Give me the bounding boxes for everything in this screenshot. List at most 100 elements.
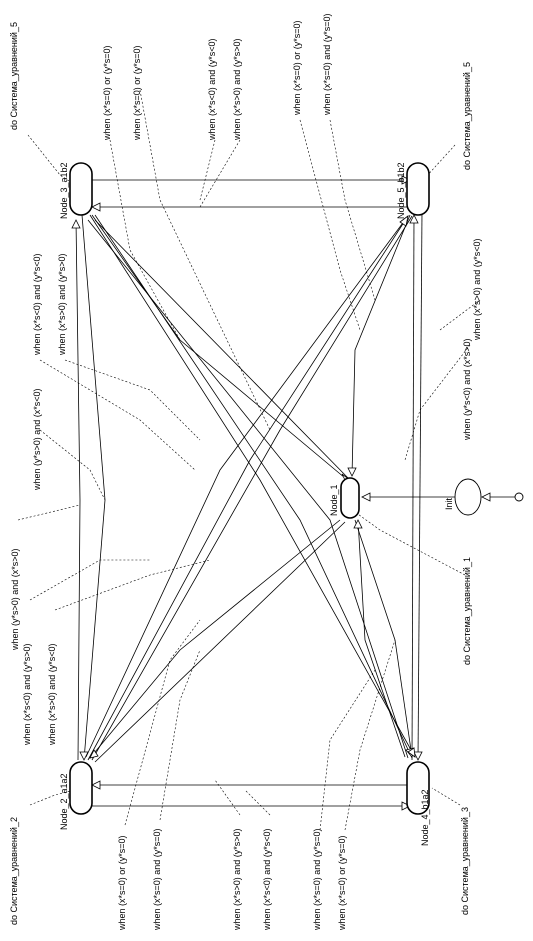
leader-g [214, 779, 241, 816]
action-node5-label: do Система_уравнений_5 [462, 62, 472, 170]
edge-node3-node4-c [87, 219, 409, 759]
edge-node5-node1 [351, 214, 411, 477]
action-node4-label: do Система_уравнений_3 [460, 807, 470, 915]
start-pseudostate-icon [514, 492, 524, 502]
guard-label: when (y*s>0) and (x*s>0) [10, 548, 20, 651]
state-node4[interactable] [406, 761, 430, 815]
leader-g [329, 119, 376, 301]
guard-label: when (x*s>0) and (y*s<0) [472, 238, 482, 341]
edge-node2-node3-b [75, 219, 81, 761]
guard-label: when (x*s=0) and (y*s=0) [152, 828, 162, 931]
guard-label: when (y*s>0) and (x*s<0) [32, 388, 42, 491]
guard-label: when (x*s=0) or (y*s=0) [102, 45, 112, 141]
leader-g [199, 139, 216, 201]
leader-g [139, 89, 271, 431]
arrowhead [413, 751, 423, 761]
leader-g [39, 429, 106, 501]
guard-label: when (x*s=0) or (y*s=0) [132, 45, 142, 141]
guard-label: when (x*s=0) or (y*s=0) [292, 20, 302, 116]
arrowheads [71, 175, 491, 811]
guard-label: when (x*s>0) and (y*s>0) [57, 253, 67, 356]
leader-g [159, 649, 201, 821]
states [69, 162, 524, 815]
edge-node3-node1 [91, 214, 346, 479]
edge-node4-node5-b [411, 214, 415, 761]
guard-label: when (x*s=0) and (y*s=0) [322, 13, 332, 116]
state-init[interactable] [454, 478, 482, 516]
node2-label: Node_2_a1a2 [59, 773, 69, 830]
leader-g [199, 139, 241, 208]
arrowhead [91, 202, 101, 212]
node1-label: Node_1 [329, 484, 339, 516]
arrowhead [89, 749, 99, 759]
arrowhead [353, 519, 363, 529]
leader-g [17, 504, 81, 521]
guard-label: when (x*s=0) or (y*s=0) [337, 835, 347, 931]
edge-node3-node2-a [81, 214, 106, 761]
guard-label: when (x*s<0) and (y*s>0) [22, 643, 32, 746]
state-node5[interactable] [406, 162, 430, 216]
arrowhead [347, 467, 357, 477]
edge-node3-node4-a [89, 214, 416, 758]
guard-label: when (x*s>0) and (y*s>0) [232, 828, 242, 931]
labels: Node_3_a1b2 Node_5_b1b2 Node_2_a1a2 Node… [9, 13, 482, 931]
action-node3-label: do Система_уравнений_5 [9, 22, 19, 130]
arrowhead [399, 215, 409, 227]
state-node1[interactable] [340, 477, 360, 519]
node4-label: Node_4_b1a2 [420, 789, 430, 846]
leader-lines [17, 89, 481, 831]
guard-label: when (x*s<0) and (y*s<0) [32, 253, 42, 356]
leader-action-node4 [431, 787, 461, 806]
state-node2[interactable] [69, 761, 93, 815]
leader-g [54, 559, 211, 611]
leader-g [404, 344, 471, 461]
arrowhead [91, 780, 101, 790]
transitions [75, 179, 515, 807]
init-label: Init [444, 497, 454, 510]
edge-node1-node2-b [94, 521, 346, 763]
node3-label: Node_3_a1b2 [59, 162, 69, 219]
leader-g [109, 139, 181, 341]
leader-action-node5 [424, 144, 456, 179]
guard-label: when (x*s=0) and (y*s=0) [312, 828, 322, 931]
guard-label: when (x*s<0) and (y*s<0) [207, 38, 217, 141]
guard-label: when (x*s>0) and (y*s<0) [47, 643, 57, 746]
leader-action-node3 [27, 134, 76, 186]
arrowhead [407, 747, 416, 758]
edge-node4-node1 [357, 519, 406, 758]
leader-action-node2 [29, 789, 76, 806]
edge-node1-node2 [89, 519, 341, 759]
leader-g [64, 359, 201, 441]
edge-node5-node4-a [417, 211, 423, 761]
guard-label: when (y*s<0) and (x*s>0) [462, 338, 472, 441]
leader-g [244, 789, 271, 816]
edge-node2-node5-a [87, 215, 409, 761]
arrowhead [71, 219, 81, 229]
guard-label: when (x*s<0) and (y*s<0) [262, 828, 272, 931]
action-node1-label: do Система_уравнений_1 [462, 557, 472, 665]
action-node2-label: do Система_уравнений_2 [9, 817, 19, 925]
leader-g [124, 619, 201, 826]
leader-g [439, 299, 481, 331]
arrowhead [79, 751, 89, 761]
edge-node2-node5-b [91, 215, 413, 761]
node5-label: Node_5_b1b2 [396, 162, 406, 219]
arrowhead [361, 492, 371, 502]
leader-g [39, 359, 196, 471]
guard-label: when (x*s=0) or (y*s=0) [117, 835, 127, 931]
arrowhead [401, 175, 411, 185]
arrowhead [401, 801, 411, 811]
edge-node2-node5-c [85, 219, 406, 758]
guard-label: when (x*s>0) and (y*s>0) [232, 38, 242, 141]
arrowhead [409, 214, 419, 224]
edge-node3-node1-b [94, 219, 351, 481]
state-node3[interactable] [69, 162, 93, 216]
leader-g [299, 119, 361, 331]
leader-g [29, 559, 150, 601]
leader-action-node1 [354, 511, 466, 576]
arrowhead [481, 492, 491, 502]
leader-g [344, 639, 396, 831]
edge-node1-node4 [354, 519, 413, 758]
